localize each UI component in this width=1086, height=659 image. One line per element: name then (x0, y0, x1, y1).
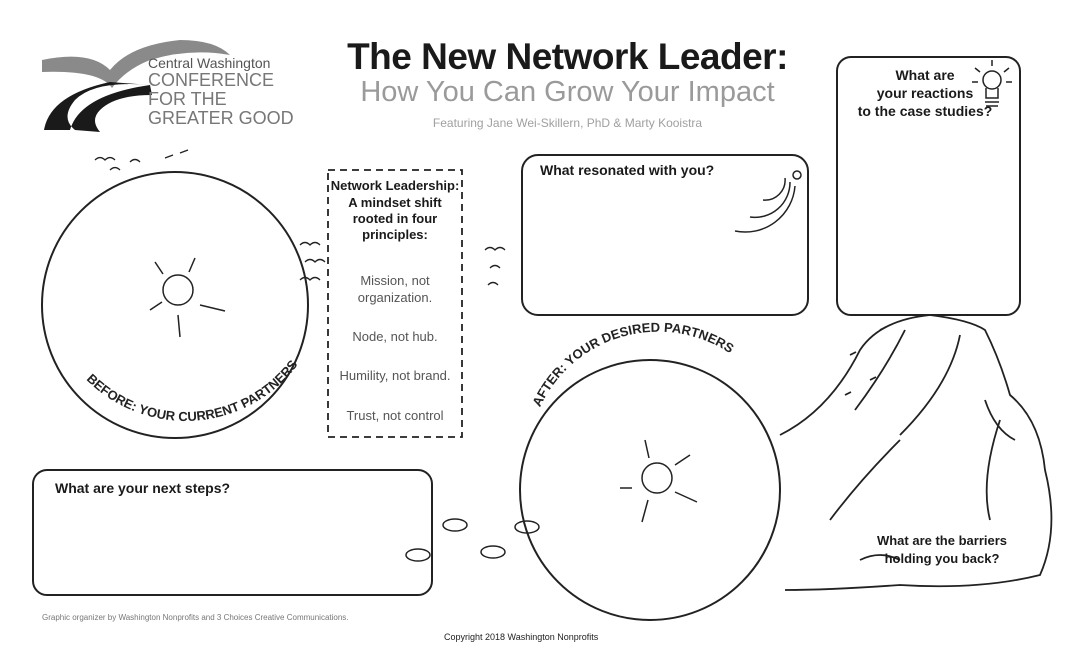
subheading-line: principles: (362, 227, 428, 242)
footer-credit: Graphic organizer by Washington Nonprofi… (42, 613, 349, 622)
principle-item: Trust, not control (346, 408, 444, 423)
principle-item: Mission, not organization. (328, 272, 462, 306)
after-circle (519, 359, 781, 621)
principle-text: Mission, not (360, 273, 430, 288)
leadership-panel: Network Leadership: A mindset shift root… (328, 170, 462, 437)
reactions-line: to the case studies? (857, 103, 993, 119)
reactions-prompt: What are your reactions to the case stud… (850, 66, 1000, 120)
logo-line4: GREATER GOOD (148, 108, 294, 128)
featuring-text: Featuring Jane Wei-Skillern, PhD & Marty… (432, 116, 703, 130)
next-steps-box (32, 469, 433, 596)
footer-copyright: Copyright 2018 Washington Nonprofits (444, 632, 599, 642)
leadership-heading: Network Leadership: (330, 178, 460, 193)
logo-graphic (42, 40, 230, 132)
before-label: BEFORE: YOUR CURRENT PARTNERS (84, 357, 301, 424)
before-circle (41, 171, 309, 439)
subheading-line: rooted in four (352, 211, 438, 226)
next-steps-prompt: What are your next steps? (55, 480, 231, 496)
barriers-line: What are the barriers (876, 533, 1008, 548)
reactions-line: What are (895, 67, 955, 83)
subheading-line: A mindset shift (348, 195, 442, 210)
logo-line3: FOR THE (148, 89, 227, 109)
page-subtitle: How You Can Grow Your Impact (360, 76, 775, 108)
leadership-box (327, 169, 463, 438)
principle-text: organization. (357, 290, 433, 305)
logo: Central Washington CONFERENCE FOR THE GR… (148, 56, 294, 128)
barriers-prompt: What are the barriers holding you back? (862, 532, 1022, 568)
logo-line2: CONFERENCE (148, 70, 275, 90)
principle-item: Humility, not brand. (339, 368, 451, 383)
barriers-line: holding you back? (884, 551, 1000, 566)
logo-line1: Central Washington (148, 55, 271, 71)
lightbulb-icon (972, 60, 1012, 107)
before-label-text: BEFORE: YOUR CURRENT PARTNERS (84, 357, 301, 424)
resonated-box (521, 154, 809, 316)
leadership-subheading: A mindset shift rooted in four principle… (328, 195, 462, 243)
sun-icon (620, 439, 698, 523)
principle-item: Node, not hub. (352, 329, 438, 344)
signal-icon (734, 170, 802, 233)
sun-icon (149, 257, 226, 338)
waves-decoration (94, 149, 506, 286)
reactions-line: your reactions (876, 85, 974, 101)
rock-mountain-drawing (779, 314, 1053, 591)
resonated-prompt: What resonated with you? (540, 162, 715, 178)
page-title: The New Network Leader: (347, 36, 788, 77)
footprints-icon (405, 518, 540, 562)
